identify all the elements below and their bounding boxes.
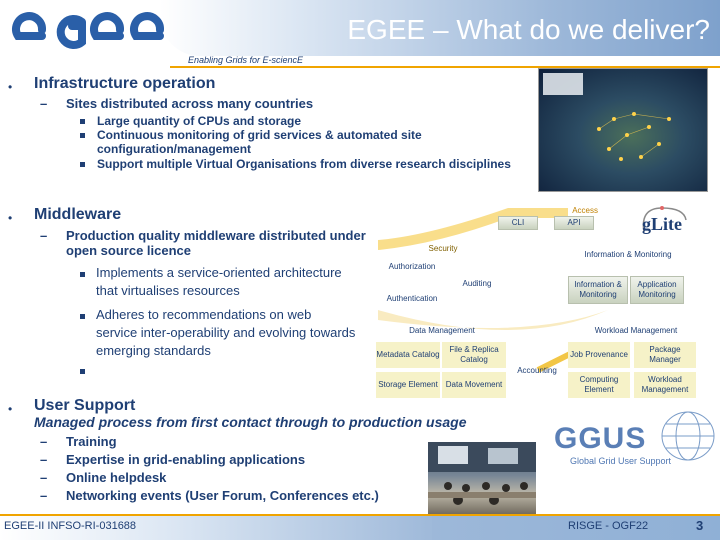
authorization-label: Authorization	[388, 262, 436, 271]
info-monitoring-label: Information & Monitoring	[584, 250, 672, 259]
square-bullet-icon	[80, 362, 91, 380]
egee-logo-icon	[12, 12, 164, 49]
map-sites-graphic	[543, 73, 671, 161]
data-management-label: Data Management	[409, 326, 475, 335]
metadata-catalog-box: Metadata Catalog	[376, 342, 440, 368]
training-room-photo	[428, 442, 536, 516]
workload-management-label: Workload Management	[594, 326, 678, 335]
api-box: API	[554, 216, 594, 230]
footer-band-left	[0, 516, 440, 540]
cli-box: CLI	[498, 216, 538, 230]
support-item: Training	[66, 434, 117, 449]
header-rule	[170, 66, 720, 68]
app-monitoring-box: Application Monitoring	[630, 276, 684, 304]
dash-icon: –	[40, 228, 48, 243]
middleware-sub: Production quality middleware distribute…	[66, 228, 366, 258]
infrastructure-sub: Sites distributed across many countries	[66, 96, 314, 111]
auditing-label: Auditing	[462, 279, 492, 288]
bullet-icon: •	[8, 211, 13, 225]
file-replica-catalog-box: File & Replica Catalog	[442, 342, 506, 368]
middleware-item: Adheres to recommendations on web servic…	[96, 307, 356, 358]
tagline: Enabling Grids for E-sciencE	[188, 55, 304, 65]
glite-text: gLite	[642, 214, 682, 234]
dash-icon: –	[40, 452, 48, 467]
access-label: Access	[572, 206, 598, 215]
square-bullet-icon	[80, 128, 91, 142]
dash-icon: –	[40, 96, 48, 111]
footer-project-id: EGEE-II INFSO-RI-031688	[4, 520, 137, 532]
page-title: EGEE – What do we deliver?	[347, 14, 710, 45]
europe-map	[538, 68, 708, 192]
photo-graphic	[428, 442, 536, 505]
authentication-label: Authentication	[386, 294, 438, 303]
dash-icon: –	[40, 488, 48, 503]
glite-logo: gLite	[632, 202, 692, 240]
ggus-logo: GGUS Global Grid User Support	[548, 410, 718, 472]
section-heading-support: User Support	[34, 397, 136, 414]
security-label: Security	[428, 244, 458, 253]
storage-element-box: Storage Element	[376, 372, 440, 398]
footer-event: RISGE - OGF22	[568, 520, 649, 532]
square-bullet-icon	[80, 114, 91, 128]
support-sub: Managed process from first contact throu…	[34, 414, 467, 430]
ggus-tagline: Global Grid User Support	[570, 456, 672, 466]
dash-icon: –	[40, 434, 48, 449]
square-bullet-icon	[80, 265, 91, 283]
package-manager-box: Package Manager	[634, 342, 696, 368]
computing-element-box: Computing Element	[568, 372, 630, 398]
support-item: Expertise in grid-enabling applications	[66, 452, 306, 467]
data-movement-box: Data Movement	[442, 372, 506, 398]
square-bullet-icon	[80, 307, 91, 325]
middleware-item: Implements a service-oriented architectu…	[96, 265, 342, 298]
egee-logo	[0, 0, 175, 60]
header-band	[160, 0, 720, 56]
infrastructure-item: Large quantity of CPUs and storage	[97, 114, 302, 128]
bullet-icon: •	[8, 80, 13, 94]
support-item: Networking events (User Forum, Conferenc…	[66, 488, 379, 503]
infrastructure-item: Continuous monitoring of grid services &…	[97, 128, 422, 156]
section-heading-middleware: Middleware	[34, 206, 122, 223]
square-bullet-icon	[80, 157, 91, 171]
section-heading-infrastructure: Infrastructure operation	[34, 75, 216, 92]
glite-architecture-diagram: Access CLI API Security Authorization Au…	[368, 200, 718, 410]
info-monitoring-box: Information & Monitoring	[568, 276, 628, 304]
support-item: Online helpdesk	[66, 470, 167, 485]
job-provenance-box: Job Provenance	[568, 342, 630, 368]
bullet-icon: •	[8, 402, 13, 416]
footer-band-right	[432, 516, 720, 540]
infrastructure-item: Support multiple Virtual Organisations f…	[97, 157, 511, 171]
footer-rule	[0, 514, 720, 516]
ggus-name: GGUS	[554, 422, 647, 455]
dash-icon: –	[40, 470, 48, 485]
globe-icon	[661, 411, 715, 461]
page-number: 3	[696, 518, 704, 533]
glite-logo-icon	[642, 206, 687, 233]
accounting-label: Accounting	[517, 366, 557, 375]
workload-manager-box: Workload Management	[634, 372, 696, 398]
